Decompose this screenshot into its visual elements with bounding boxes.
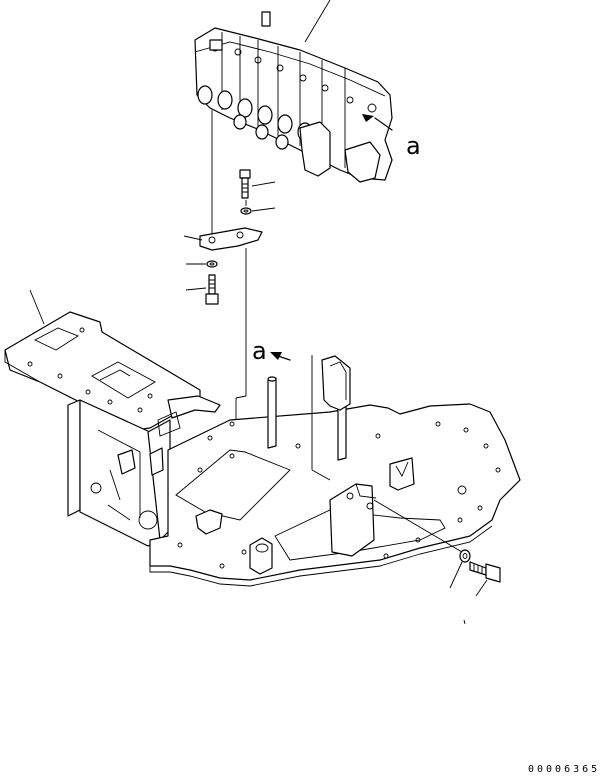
leader-pedestal — [29, 289, 45, 325]
bracket-icon — [199, 227, 263, 251]
mount-plate-icon — [329, 483, 377, 557]
leader-valve — [304, 0, 331, 43]
leader-bolt-middle — [185, 287, 207, 291]
washer-middle-icon — [206, 260, 218, 268]
view-a-arrow-upper — [374, 117, 393, 131]
leader-bracket — [183, 235, 203, 241]
washer-lower-icon — [459, 549, 471, 563]
view-a-label-lower: a — [252, 337, 267, 365]
bolt-middle-icon — [205, 274, 219, 305]
view-a-label-upper: a — [406, 132, 421, 160]
pedestal-frame-icon — [4, 311, 221, 547]
leader-washer-upper — [251, 207, 276, 212]
bolt-upper-icon — [239, 169, 251, 199]
drawing-code: 00006365 — [528, 764, 601, 775]
leader-washer-lower — [449, 561, 463, 589]
leader-floor-plate — [109, 469, 121, 501]
control-valve-icon — [194, 11, 393, 183]
posts-icon — [267, 355, 351, 461]
washer-upper-icon — [240, 207, 252, 215]
floor-plate-icon — [149, 403, 521, 587]
leader-bolt-upper — [251, 181, 276, 187]
leader-bolt-lower — [475, 579, 488, 597]
bolt-lower-icon — [469, 561, 501, 583]
